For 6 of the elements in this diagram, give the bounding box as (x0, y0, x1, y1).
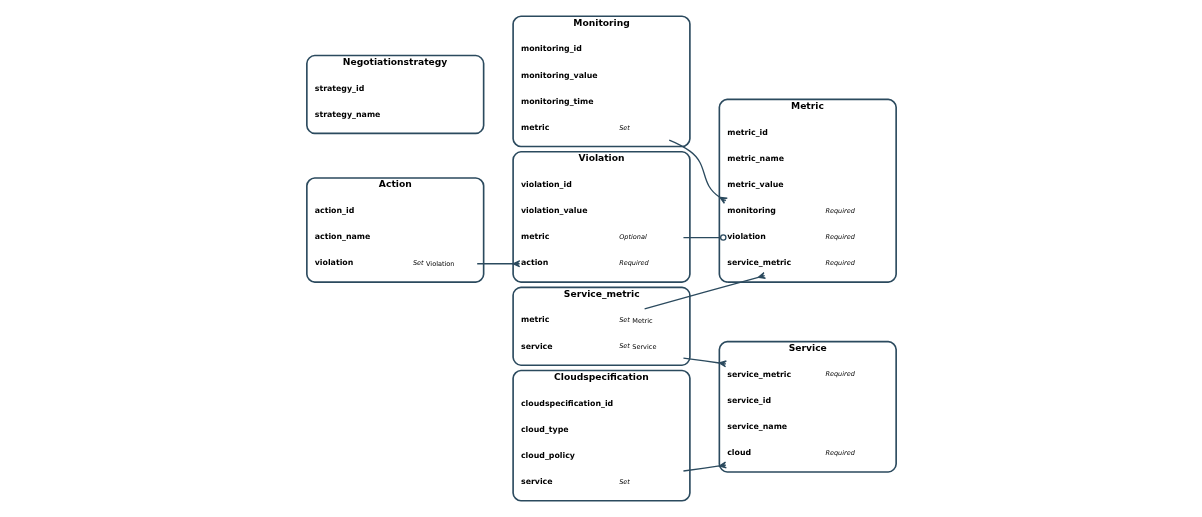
connector (682, 234, 727, 241)
connector (476, 260, 520, 268)
connector (682, 357, 727, 368)
connector (682, 461, 727, 472)
connector (668, 139, 728, 204)
connector (643, 272, 766, 310)
